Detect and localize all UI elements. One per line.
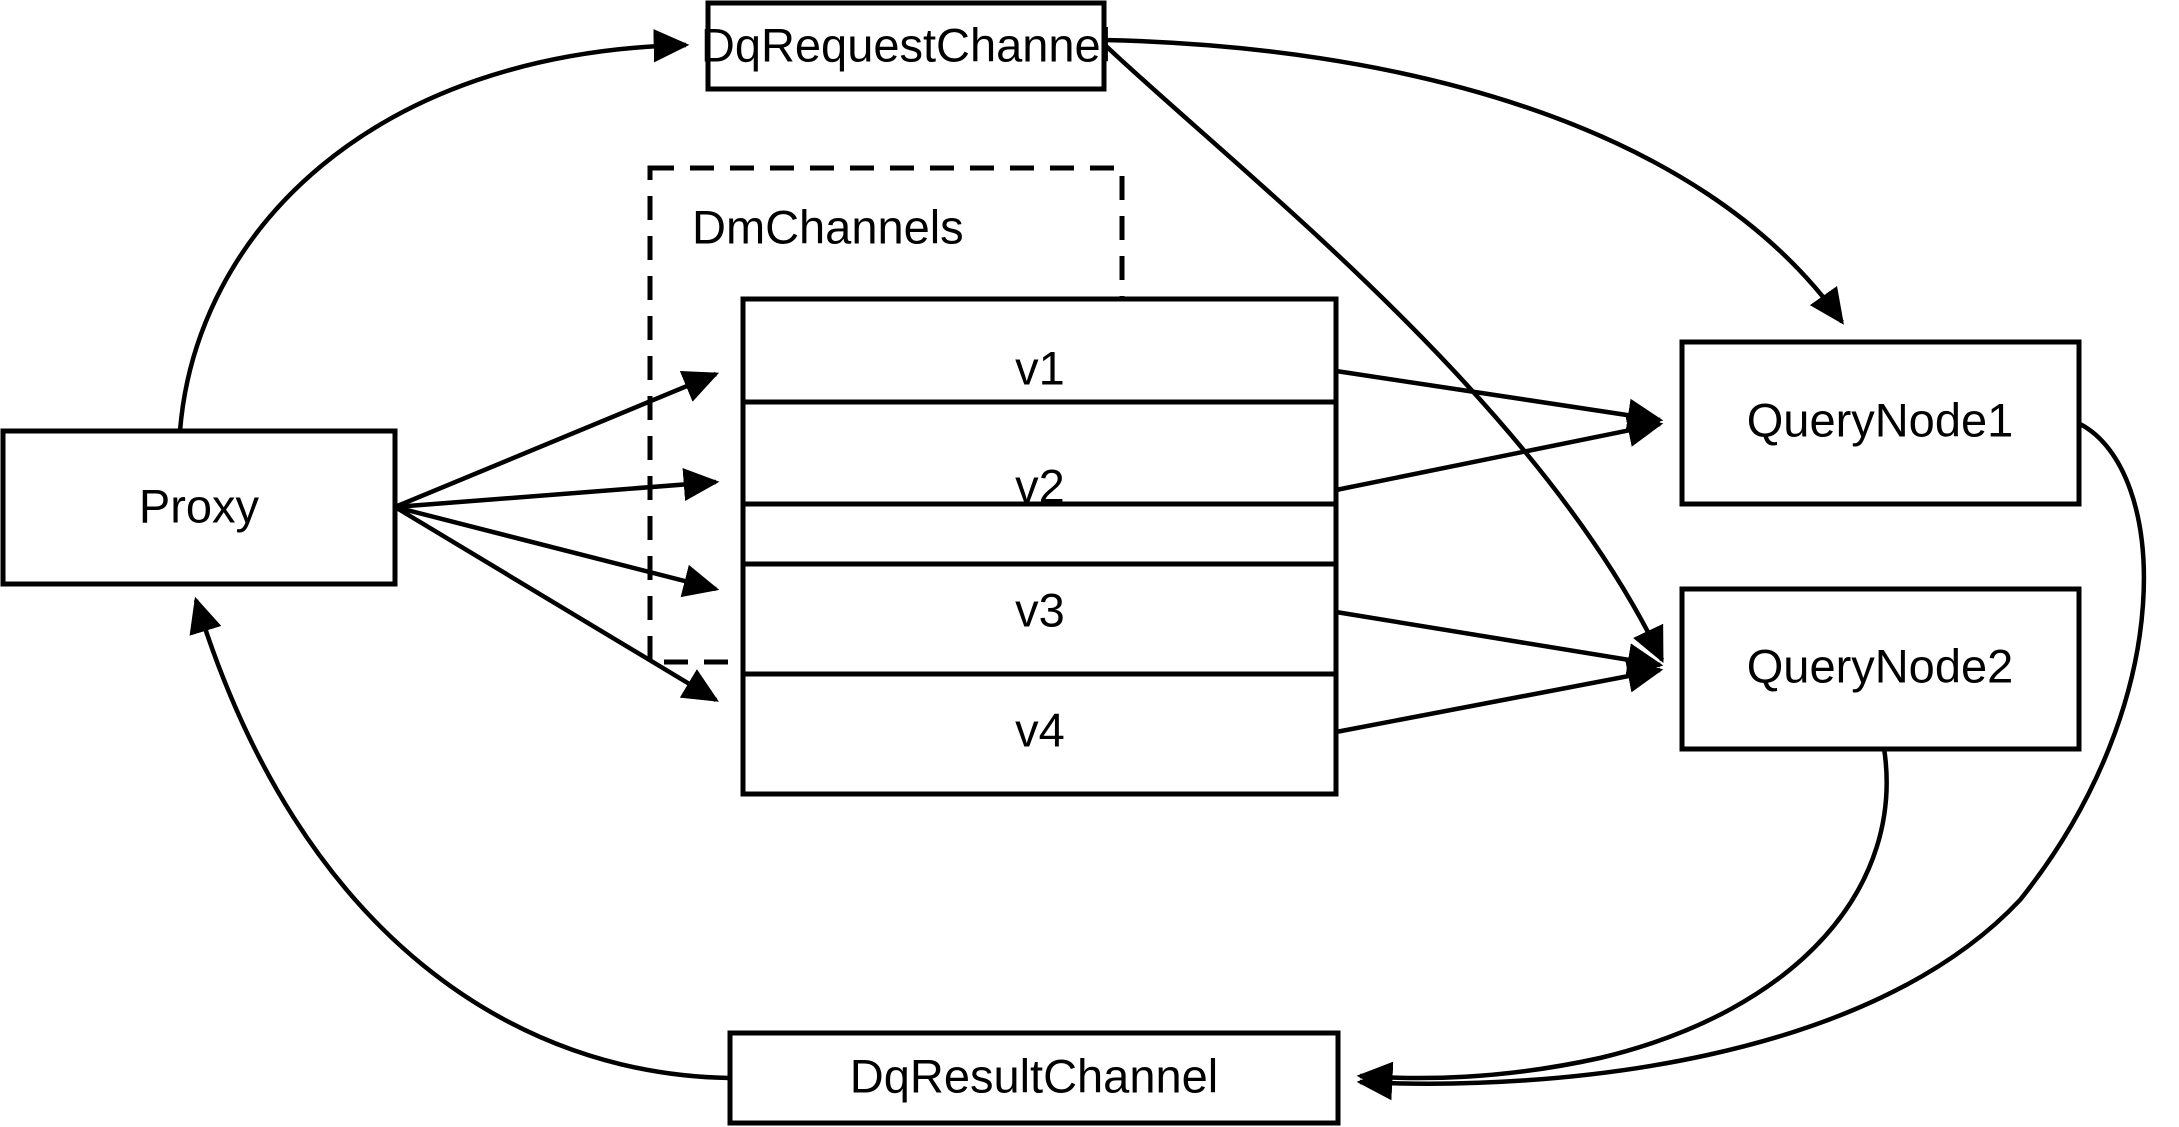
channel-label-v2: v2 (1015, 459, 1065, 512)
edge-querynode1-to-dqresultchannel (1356, 422, 2147, 1101)
node-box-querynode1[interactable] (1679, 339, 2082, 507)
node-box-dqrequestchannel[interactable] (705, 0, 1107, 92)
edge-v1-to-querynode1 (1335, 368, 1664, 432)
dmchannels-group-label: DmChannels (692, 200, 964, 253)
node-box-dqresultchannel[interactable] (727, 1030, 1341, 1126)
node-label-querynode2: QueryNode2 (1747, 639, 2014, 692)
node-box-querynode2[interactable] (1679, 586, 2082, 752)
edge-proxy-to-v2 (394, 467, 720, 510)
node-box-proxy[interactable] (0, 428, 398, 587)
edge-dqrequestchannel-to-querynode1 (1103, 37, 1844, 325)
node-label-querynode1: QueryNode1 (1747, 393, 2014, 446)
channel-stack-box-lower (740, 561, 1339, 797)
channel-label-v1: v1 (1015, 341, 1065, 394)
channel-stack-box (740, 296, 1339, 608)
node-label-dqresultchannel: DqResultChannel (850, 1049, 1218, 1102)
channel-label-v3-top: v3 (1015, 583, 1065, 636)
node-label-proxy: Proxy (139, 479, 260, 532)
edge-proxy-to-v3 (394, 504, 720, 598)
channel-label-v4-top: v4 (1015, 703, 1065, 756)
edge-proxy-to-v1 (394, 371, 720, 510)
edge-proxy-to-dqrequestchannel (177, 29, 690, 432)
node-label-dqrequestchannel: DqRequestChannel (701, 18, 1111, 71)
edge-querynode2-to-dqresultchannel (1356, 747, 1889, 1095)
edge-dqresultchannel-to-proxy (189, 596, 731, 1081)
edge-dqrequestchannel-to-querynode2 (1104, 44, 1665, 664)
edge-v3-to-querynode2 (1335, 609, 1664, 677)
edge-v4-to-querynode2 (1335, 659, 1664, 735)
edge-v2-to-querynode1 (1335, 414, 1664, 493)
edge-proxy-to-v4 (393, 505, 719, 702)
